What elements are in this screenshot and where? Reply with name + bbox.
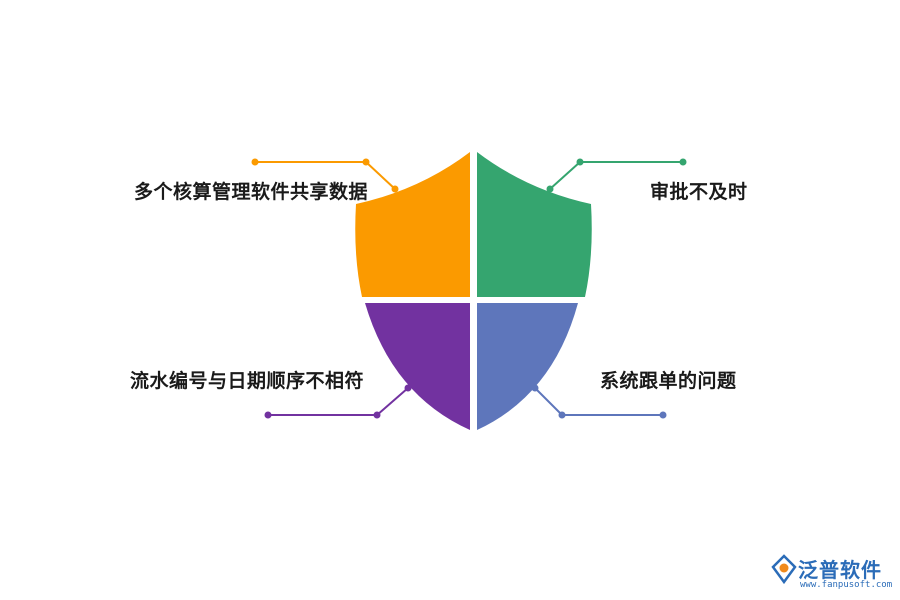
- shield-quadrant-bottom-left: [365, 303, 470, 430]
- shield-quadrant-bottom-right: [477, 303, 578, 430]
- shield-quadrant-top-right: [477, 152, 592, 297]
- label-top-right: 审批不及时: [650, 181, 748, 203]
- brand-logo: 泛普软件 www.fanpusoft.com: [770, 552, 892, 594]
- connector-bottom-right: [531, 384, 667, 419]
- label-bottom-left: 流水编号与日期顺序不相符: [129, 370, 364, 392]
- connector-top-right: [546, 158, 687, 193]
- label-top-left: 多个核算管理软件共享数据: [133, 181, 368, 203]
- shield-quadrant-top-left: [355, 152, 470, 297]
- label-bottom-right: 系统跟单的问题: [600, 370, 737, 392]
- logo-url: www.fanpusoft.com: [800, 580, 893, 590]
- logo-name: 泛普软件: [798, 558, 882, 582]
- connector-bottom-left: [264, 384, 412, 419]
- fanpu-logo-icon: [771, 554, 797, 584]
- connector-top-left: [251, 158, 399, 193]
